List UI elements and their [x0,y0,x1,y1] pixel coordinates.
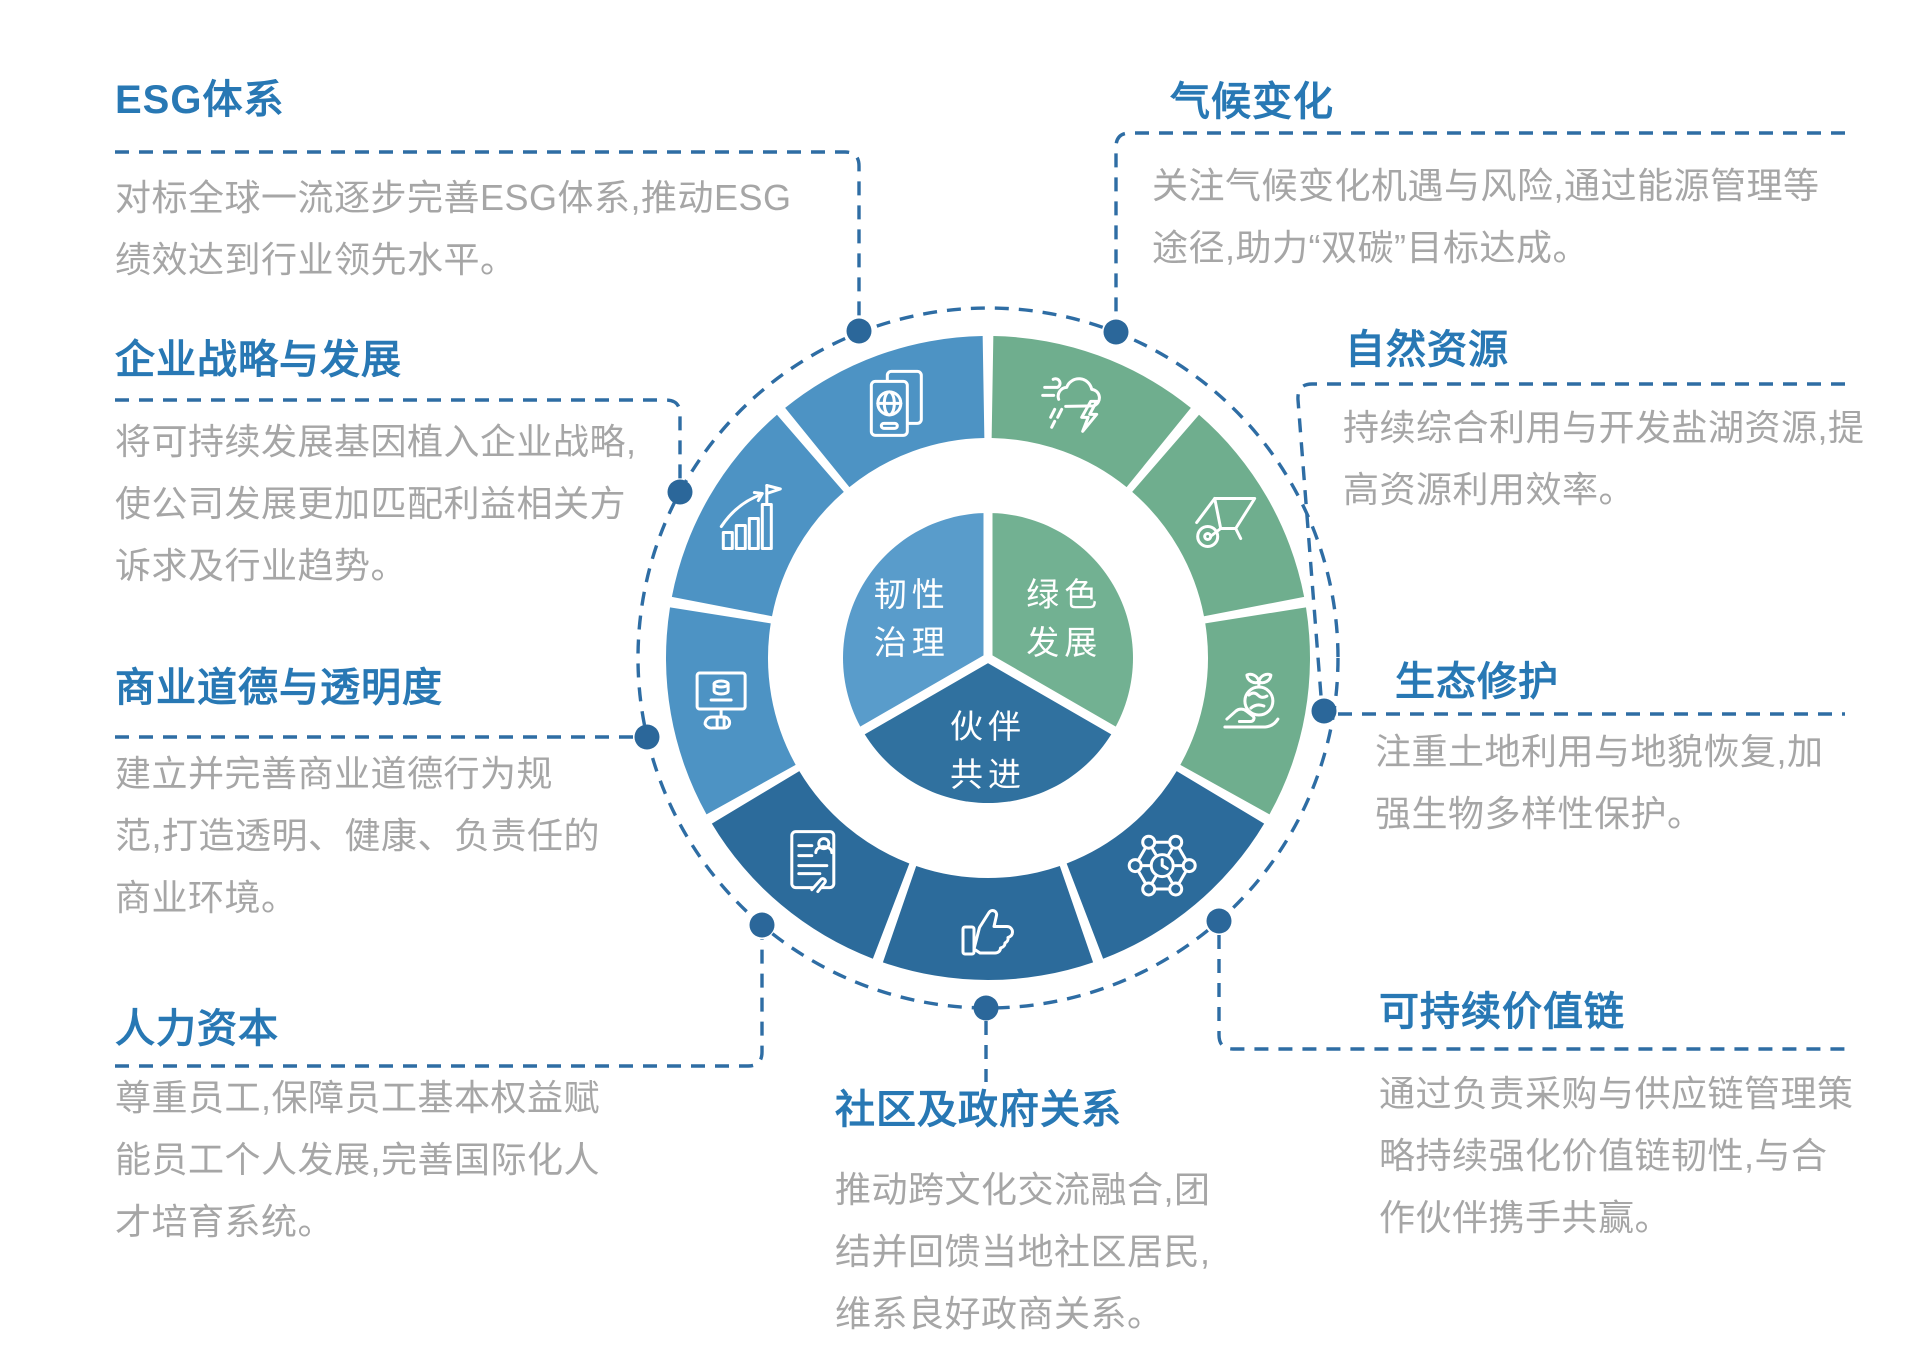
section-human-capital: 人力资本 尊重员工,保障员工基本权益赋 能员工个人发展,完善国际化人 才培育系统… [115,1005,600,1253]
wheelbarrow-icon [1195,497,1257,548]
section-climate-line: 关注气候变化机遇与风险,通过能源管理等 [1152,165,1820,206]
section-strategy-line: 将可持续发展基因植入企业战略, [115,421,637,462]
section-strategy-line: 诉求及行业趋势。 [115,545,408,586]
contract-icon [790,830,836,894]
passport-icon [869,369,923,437]
eco-hand-icon [1223,672,1280,729]
dot-strategy [667,479,693,505]
storm-icon [1041,377,1101,433]
section-ethics: 商业道德与透明度 建立并完善商业道德行为规 范,打造透明、健康、负责任的 商业环… [115,664,600,929]
section-community-line: 推动跨文化交流融合,团 [835,1169,1211,1210]
section-natural-resources-heading: 自然资源 [1345,328,1509,372]
section-eco-restoration: 生态修护 注重土地利用与地貌恢复,加 强生物多样性保护。 [1375,658,1824,845]
section-human-capital-line: 能员工个人发展,完善国际化人 [115,1139,601,1180]
section-community-line: 维系良好政商关系。 [835,1293,1164,1334]
connector-human-capital [115,939,764,1068]
section-value-chain-heading: 可持续价值链 [1379,990,1625,1034]
presentation-icon [695,671,747,730]
ring-segment-presentation [665,607,796,815]
pie-label: 韧性 [874,576,950,613]
connector-climate [1114,131,1845,318]
section-community-heading: 社区及政府关系 [835,1088,1122,1132]
section-value-chain-line: 略持续强化价值链韧性,与合 [1379,1135,1828,1176]
thumbs-up-icon [961,909,1014,956]
section-eco-restoration-line: 强生物多样性保护。 [1375,793,1704,834]
section-strategy-line: 使公司发展更加匹配利益相关方 [115,483,627,524]
pie-label: 共进 [950,756,1026,793]
dot-climate [1103,319,1129,345]
dot-ethics [634,724,660,750]
section-ethics-line: 商业环境。 [115,877,298,918]
section-ethics-line: 范,打造透明、健康、负责任的 [115,815,601,856]
dot-esg [846,318,872,344]
connector-natural-resources [1296,382,1845,697]
dot-value-chain [1206,908,1232,934]
section-human-capital-line: 才培育系统。 [115,1201,335,1242]
connector-strategy [115,398,682,479]
section-community: 社区及政府关系 推动跨文化交流融合,团 结并回馈当地社区居民, 维系良好政商关系… [835,1086,1211,1345]
section-human-capital-line: 尊重员工,保障员工基本权益赋 [115,1077,601,1118]
section-strategy: 企业战略与发展 将可持续发展基因植入企业战略, 使公司发展更加匹配利益相关方 诉… [115,336,637,597]
section-climate: 气候变化 关注气候变化机遇与风险,通过能源管理等 途径,助力“双碳”目标达成。 [1152,78,1820,279]
section-ethics-line: 建立并完善商业道德行为规 [115,753,554,794]
section-value-chain-line: 作伙伴携手共赢。 [1379,1197,1672,1238]
section-strategy-heading: 企业战略与发展 [115,338,402,382]
pie-label: 伙伴 [950,708,1026,745]
section-ethics-heading: 商业道德与透明度 [115,666,443,710]
connector-value-chain [1217,935,1845,1051]
section-natural-resources: 自然资源 持续综合利用与开发盐湖资源,提 高资源利用效率。 [1343,326,1865,521]
connector-esg [115,150,861,318]
section-eco-restoration-heading: 生态修护 [1395,660,1559,704]
dot-eco-restoration [1311,698,1337,724]
ring-segment-thumbs-up [882,865,1094,980]
section-esg: ESG体系 对标全球一流逐步完善ESG体系,推动ESG 绩效达到行业领先水平。 [115,76,792,291]
section-esg-line: 绩效达到行业领先水平。 [115,239,517,280]
growth-chart-icon [719,484,782,550]
section-esg-line: 对标全球一流逐步完善ESG体系,推动ESG [115,177,792,218]
dot-human-capital [749,912,775,938]
pie-label: 绿色 [1026,576,1102,613]
section-community-line: 结并回馈当地社区居民, [835,1231,1211,1272]
ring-segment-growth-chart [671,414,844,617]
section-esg-heading: ESG体系 [115,78,285,122]
section-natural-resources-line: 高资源利用效率。 [1343,469,1636,510]
section-natural-resources-line: 持续综合利用与开发盐湖资源,提 [1343,407,1865,448]
section-human-capital-heading: 人力资本 [115,1007,279,1051]
dot-community [973,995,999,1021]
section-climate-heading: 气候变化 [1170,80,1334,124]
pie-separator [851,653,993,739]
pie-label: 发展 [1026,624,1102,661]
dashed-orbit-circle [636,306,1340,1010]
section-eco-restoration-line: 注重土地利用与地貌恢复,加 [1375,731,1824,772]
pie-label: 治理 [874,624,950,661]
network-icon [1127,834,1197,897]
section-value-chain-line: 通过负责采购与供应链管理策 [1379,1073,1854,1114]
pie-separator [983,653,1125,739]
section-value-chain: 可持续价值链 通过负责采购与供应链管理策 略持续强化价值链韧性,与合 作伙伴携手… [1379,988,1854,1249]
section-climate-line: 途径,助力“双碳”目标达成。 [1152,227,1589,268]
